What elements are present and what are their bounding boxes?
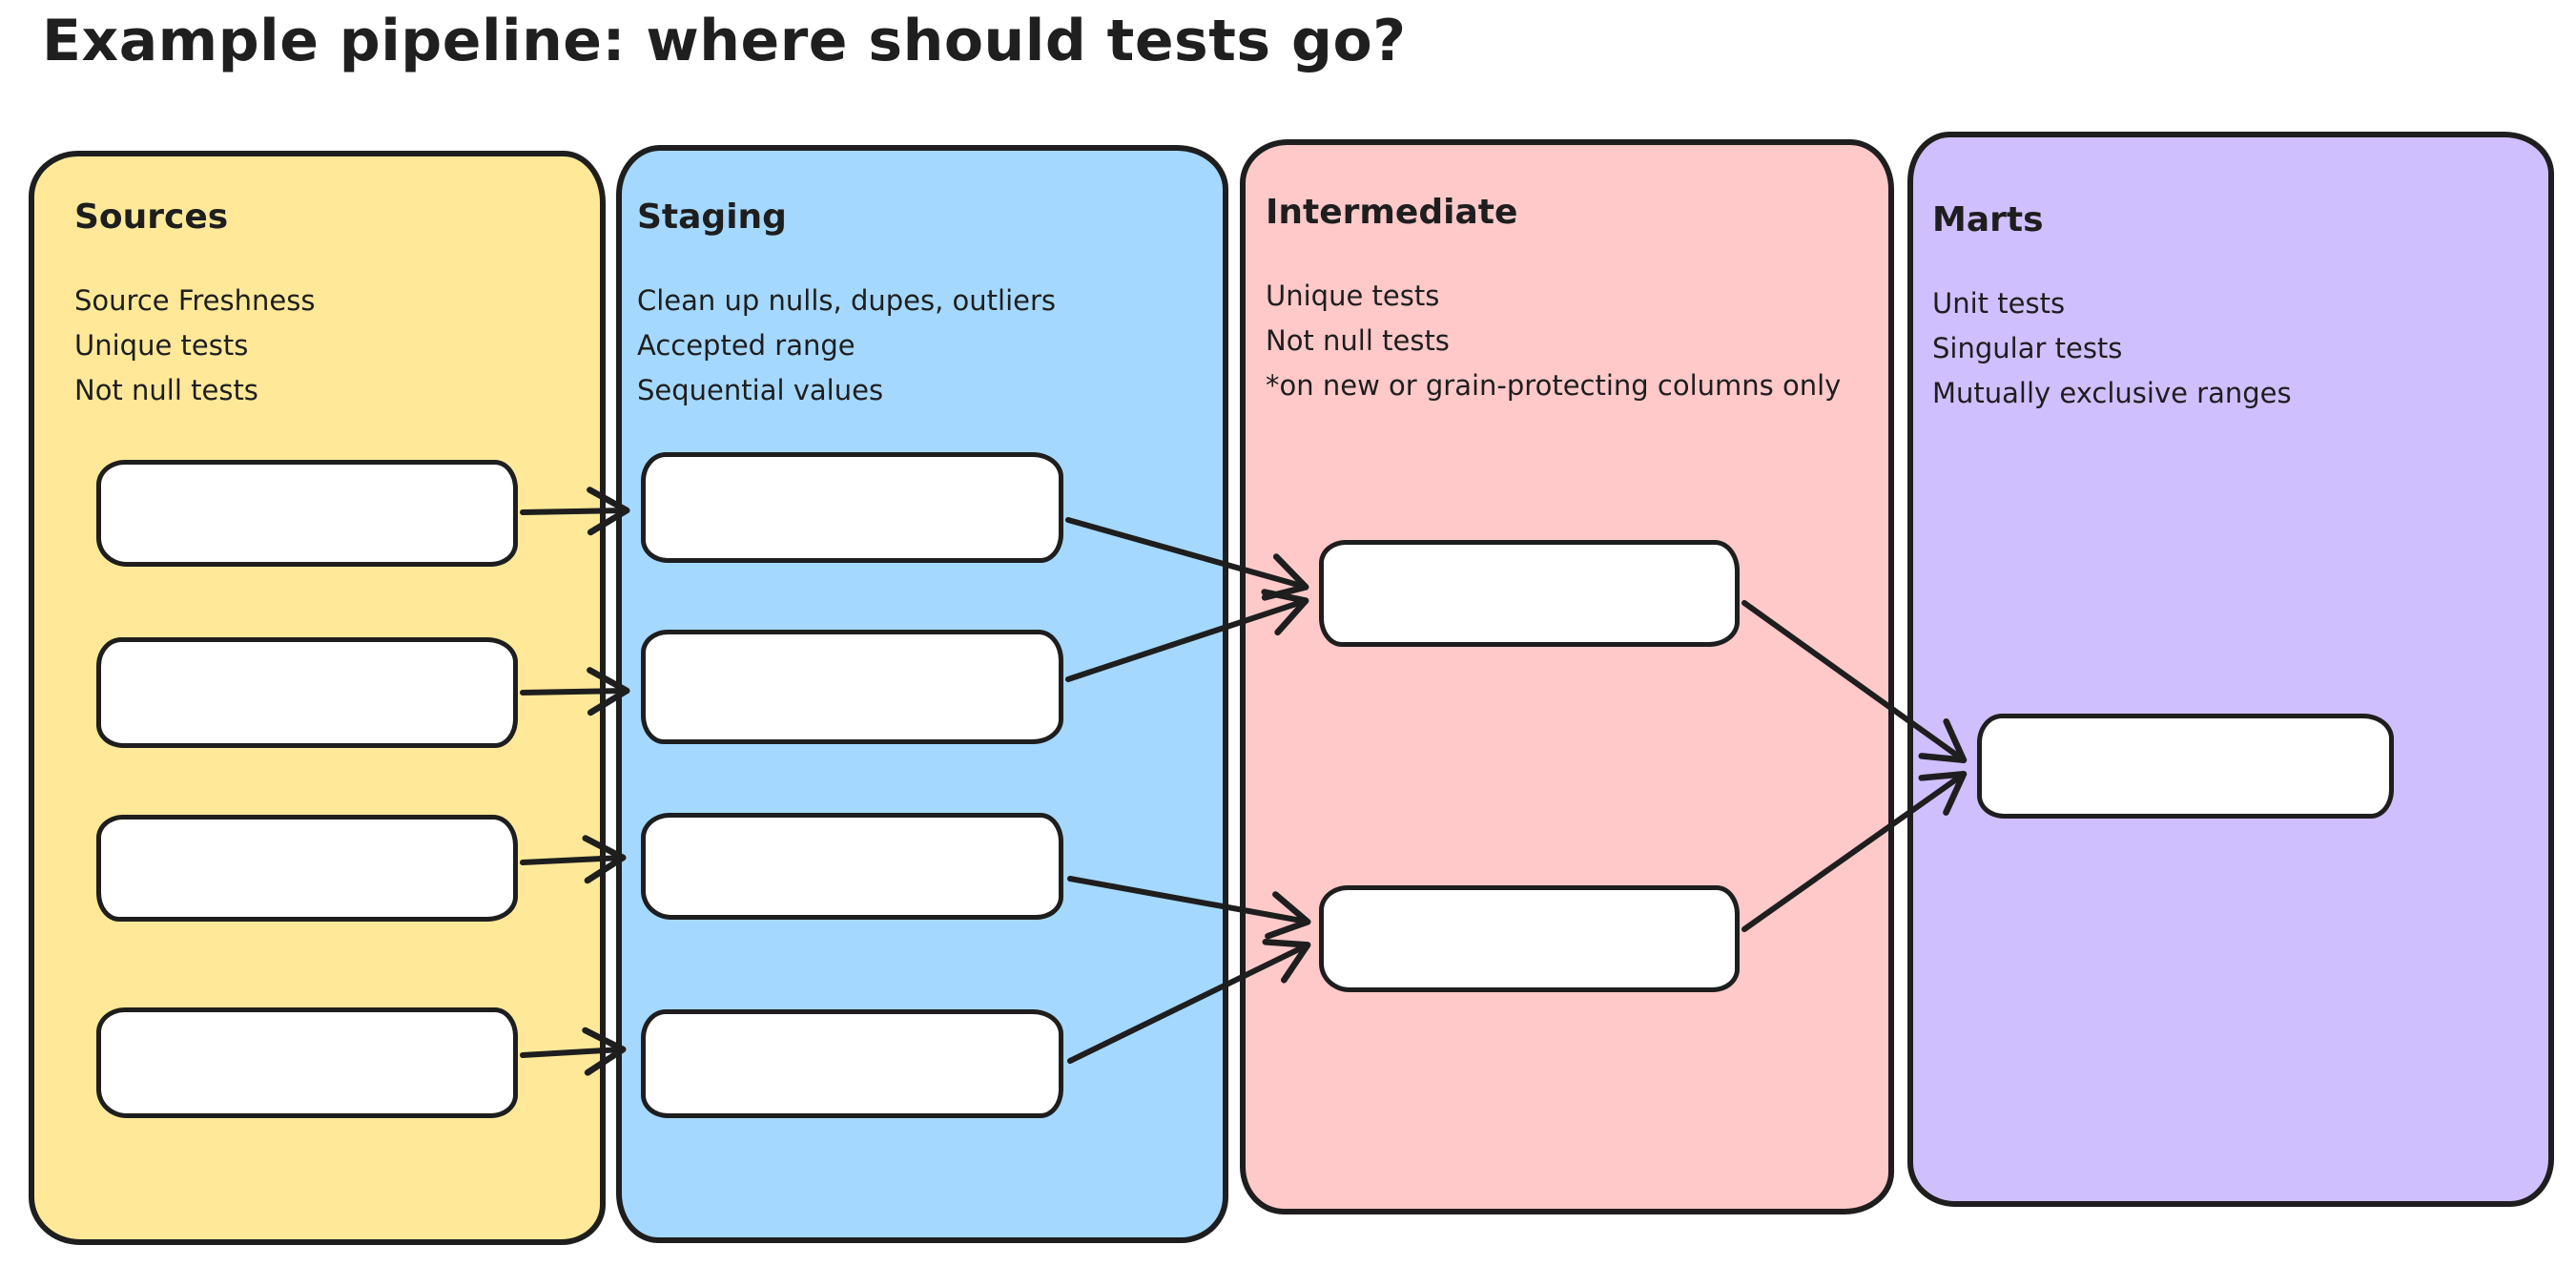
node-staging-3 bbox=[641, 813, 1063, 920]
note-line: *on new or grain-protecting columns only bbox=[1266, 369, 1842, 402]
node-marts-1 bbox=[1977, 714, 2394, 819]
node-source-3 bbox=[96, 815, 518, 922]
note-line: Unique tests bbox=[1266, 280, 1440, 312]
note-line: Source Freshness bbox=[74, 284, 316, 317]
diagram-title: Example pipeline: where should tests go? bbox=[42, 8, 1407, 74]
note-line: Not null tests bbox=[1266, 324, 1450, 357]
note-line: Not null tests bbox=[74, 374, 258, 406]
panel-intermediate-title: Intermediate bbox=[1266, 193, 1518, 232]
node-staging-4 bbox=[641, 1009, 1063, 1118]
note-line: Clean up nulls, dupes, outliers bbox=[637, 284, 1057, 317]
node-source-1 bbox=[96, 460, 518, 567]
panel-marts-title: Marts bbox=[1932, 200, 2044, 239]
panel-sources-notes: Source Freshness Unique tests Not null t… bbox=[74, 279, 571, 413]
node-staging-2 bbox=[641, 630, 1063, 744]
panel-staging-notes: Clean up nulls, dupes, outliers Accepted… bbox=[637, 279, 1200, 413]
node-source-4 bbox=[96, 1007, 518, 1118]
note-line: Sequential values bbox=[637, 374, 884, 406]
node-intermediate-1 bbox=[1319, 540, 1740, 647]
node-staging-1 bbox=[641, 452, 1063, 563]
panel-sources-title: Sources bbox=[74, 197, 229, 237]
note-line: Singular tests bbox=[1932, 332, 2123, 364]
note-line: Unit tests bbox=[1932, 287, 2066, 320]
panel-intermediate: Intermediate Unique tests Not null tests… bbox=[1240, 139, 1894, 1214]
panel-marts: Marts Unit tests Singular tests Mutually… bbox=[1907, 132, 2554, 1207]
panel-intermediate-notes: Unique tests Not null tests *on new or g… bbox=[1266, 274, 1865, 408]
node-source-2 bbox=[96, 637, 518, 748]
note-line: Unique tests bbox=[74, 329, 249, 362]
panel-marts-notes: Unit tests Singular tests Mutually exclu… bbox=[1932, 281, 2525, 416]
note-line: Mutually exclusive ranges bbox=[1932, 377, 2292, 409]
node-intermediate-2 bbox=[1319, 885, 1740, 992]
note-line: Accepted range bbox=[637, 329, 855, 362]
panel-staging-title: Staging bbox=[637, 197, 787, 237]
